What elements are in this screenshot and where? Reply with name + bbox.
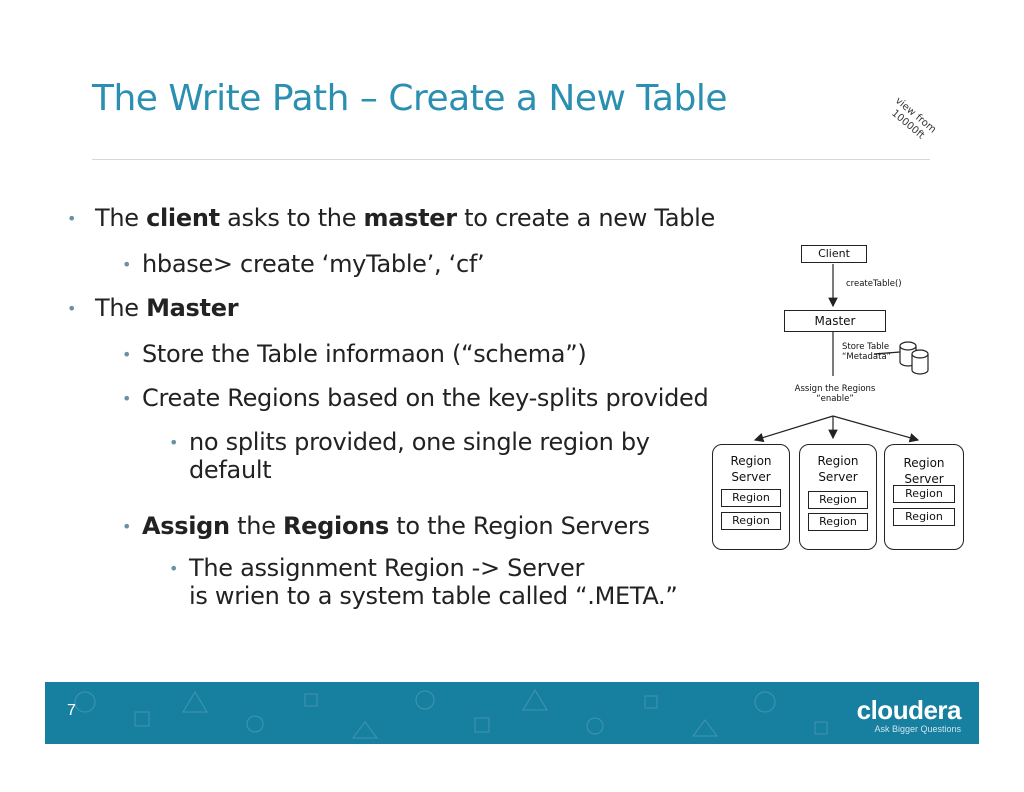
footer-bar: 7 cloudera Ask Bigger Questions (45, 682, 979, 744)
bullet-text-continued: default (189, 456, 272, 484)
bullet-dot: • (122, 255, 132, 274)
bullet-text: Create Regions based on the key-splits p… (142, 384, 709, 412)
region-box: Region (893, 508, 955, 526)
region-box: Region (808, 513, 868, 531)
master-label: Master (814, 314, 856, 328)
bullet-text: Store the Table informaon (“schema”) (142, 340, 587, 368)
bullet-dot: • (169, 559, 179, 578)
line-to-metadata (873, 351, 901, 355)
region-server-2: Region Server Region Region (799, 444, 877, 550)
arrow-to-server-1 (753, 415, 834, 443)
bullet-text-continued: is wrien to a system table called “.META… (189, 582, 678, 610)
bullet-bold: Master (146, 294, 239, 322)
bullet-text: The (95, 204, 147, 232)
bullet-dot: • (122, 389, 132, 408)
region-server-1: Region Server Region Region (712, 444, 790, 550)
server-line-1: Region (817, 454, 859, 468)
slide-title: The Write Path – Create a New Table (92, 78, 727, 119)
bullet-store-table: • Store the Table informaon (“schema”) (122, 340, 587, 368)
master-box: Master (784, 310, 886, 332)
region-server-3: Region Server Region Region (884, 444, 964, 550)
client-label: Client (818, 247, 850, 260)
server-line-2: Server (904, 472, 944, 486)
bullet-hbase-command: • hbase> create ‘myTable’, ‘cf’ (122, 250, 485, 278)
bullet-text: asks to the (219, 204, 364, 232)
bullet-dot: • (67, 209, 77, 228)
assign-regions-label: Assign the Regions “enable” (760, 384, 910, 404)
region-box: Region (721, 512, 781, 530)
region-box: Region (808, 491, 868, 509)
bullet-dot: • (169, 433, 179, 452)
cloudera-logo: cloudera Ask Bigger Questions (856, 695, 962, 734)
bullet-create-regions: • Create Regions based on the key-splits… (122, 384, 709, 412)
bullet-text: no splits provided, one single region by (189, 428, 650, 456)
region-box: Region (721, 489, 781, 507)
bullet-dot: • (67, 299, 77, 318)
store-table-line-1: Store Table (842, 342, 890, 352)
bullet-bold: Assign (142, 512, 230, 540)
title-divider (92, 159, 930, 160)
server-line-1: Region (903, 456, 945, 470)
page-number: 7 (67, 702, 76, 719)
bullet-assign-regions: • Assign the Regions to the Region Serve… (122, 512, 650, 540)
bullet-bold: client (146, 204, 220, 232)
region-server-label: Region Server (885, 455, 963, 487)
bullet-no-splits: • no splits provided, one single region … (169, 428, 650, 484)
region-server-label: Region Server (713, 453, 789, 485)
bullet-text: The (95, 294, 147, 322)
bullet-bold: Regions (283, 512, 389, 540)
store-table-line-2: “Metadata” (842, 352, 892, 362)
bullet-text: to create a new Table (456, 204, 715, 232)
bullet-dot: • (122, 345, 132, 364)
server-line-1: Region (730, 454, 772, 468)
bullet-text: to the Region Servers (388, 512, 650, 540)
diagram-arrows (753, 264, 929, 443)
database-icon (899, 341, 929, 375)
assign-line-1: Assign the Regions (794, 384, 876, 394)
view-from-stamp: view from 10000ft (881, 92, 942, 149)
assign-line-2: “enable” (816, 394, 854, 404)
create-table-diagram: Client createTable() Master Store Table … (700, 236, 970, 556)
brand-tagline: Ask Bigger Questions (874, 724, 961, 734)
region-box: Region (893, 485, 955, 503)
bullet-bold: master (363, 204, 458, 232)
bullet-text: The assignment Region -> Server (189, 554, 585, 582)
bullet-dot: • (122, 517, 132, 536)
bullet-assignment-meta: • The assignment Region -> Server is wri… (169, 554, 678, 610)
bullet-text: hbase> create ‘myTable’, ‘cf’ (142, 250, 485, 278)
create-table-label: createTable() (846, 279, 902, 289)
region-server-label: Region Server (800, 453, 876, 485)
arrow-to-server-3 (832, 415, 920, 443)
bullet-client-master: • The client asks to the master to creat… (67, 204, 715, 232)
bullet-master: • The Master (67, 294, 239, 322)
brand-wordmark: cloudera (856, 695, 962, 725)
client-box: Client (801, 245, 867, 263)
bullet-text: the (229, 512, 283, 540)
store-table-label: Store Table “Metadata” (842, 342, 891, 362)
footer-pattern (74, 689, 828, 739)
server-line-2: Server (731, 470, 771, 484)
server-line-2: Server (818, 470, 858, 484)
